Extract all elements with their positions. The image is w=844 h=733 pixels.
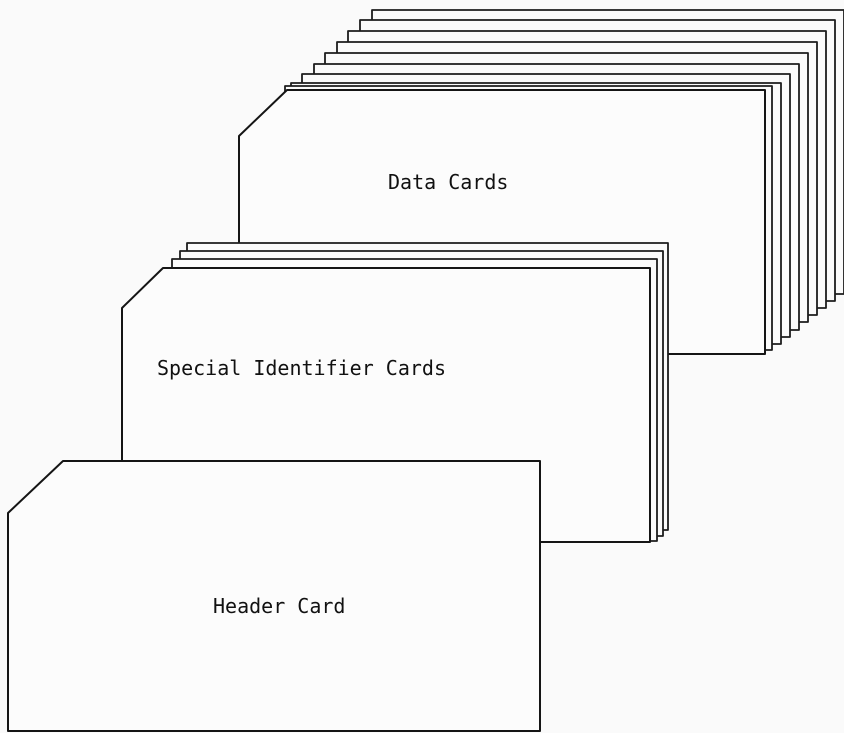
header-card: Header Card	[8, 461, 540, 731]
header-card-label: Header Card	[213, 594, 345, 618]
data-cards-label: Data Cards	[388, 170, 508, 194]
special-identifier-cards-label: Special Identifier Cards	[157, 356, 446, 380]
